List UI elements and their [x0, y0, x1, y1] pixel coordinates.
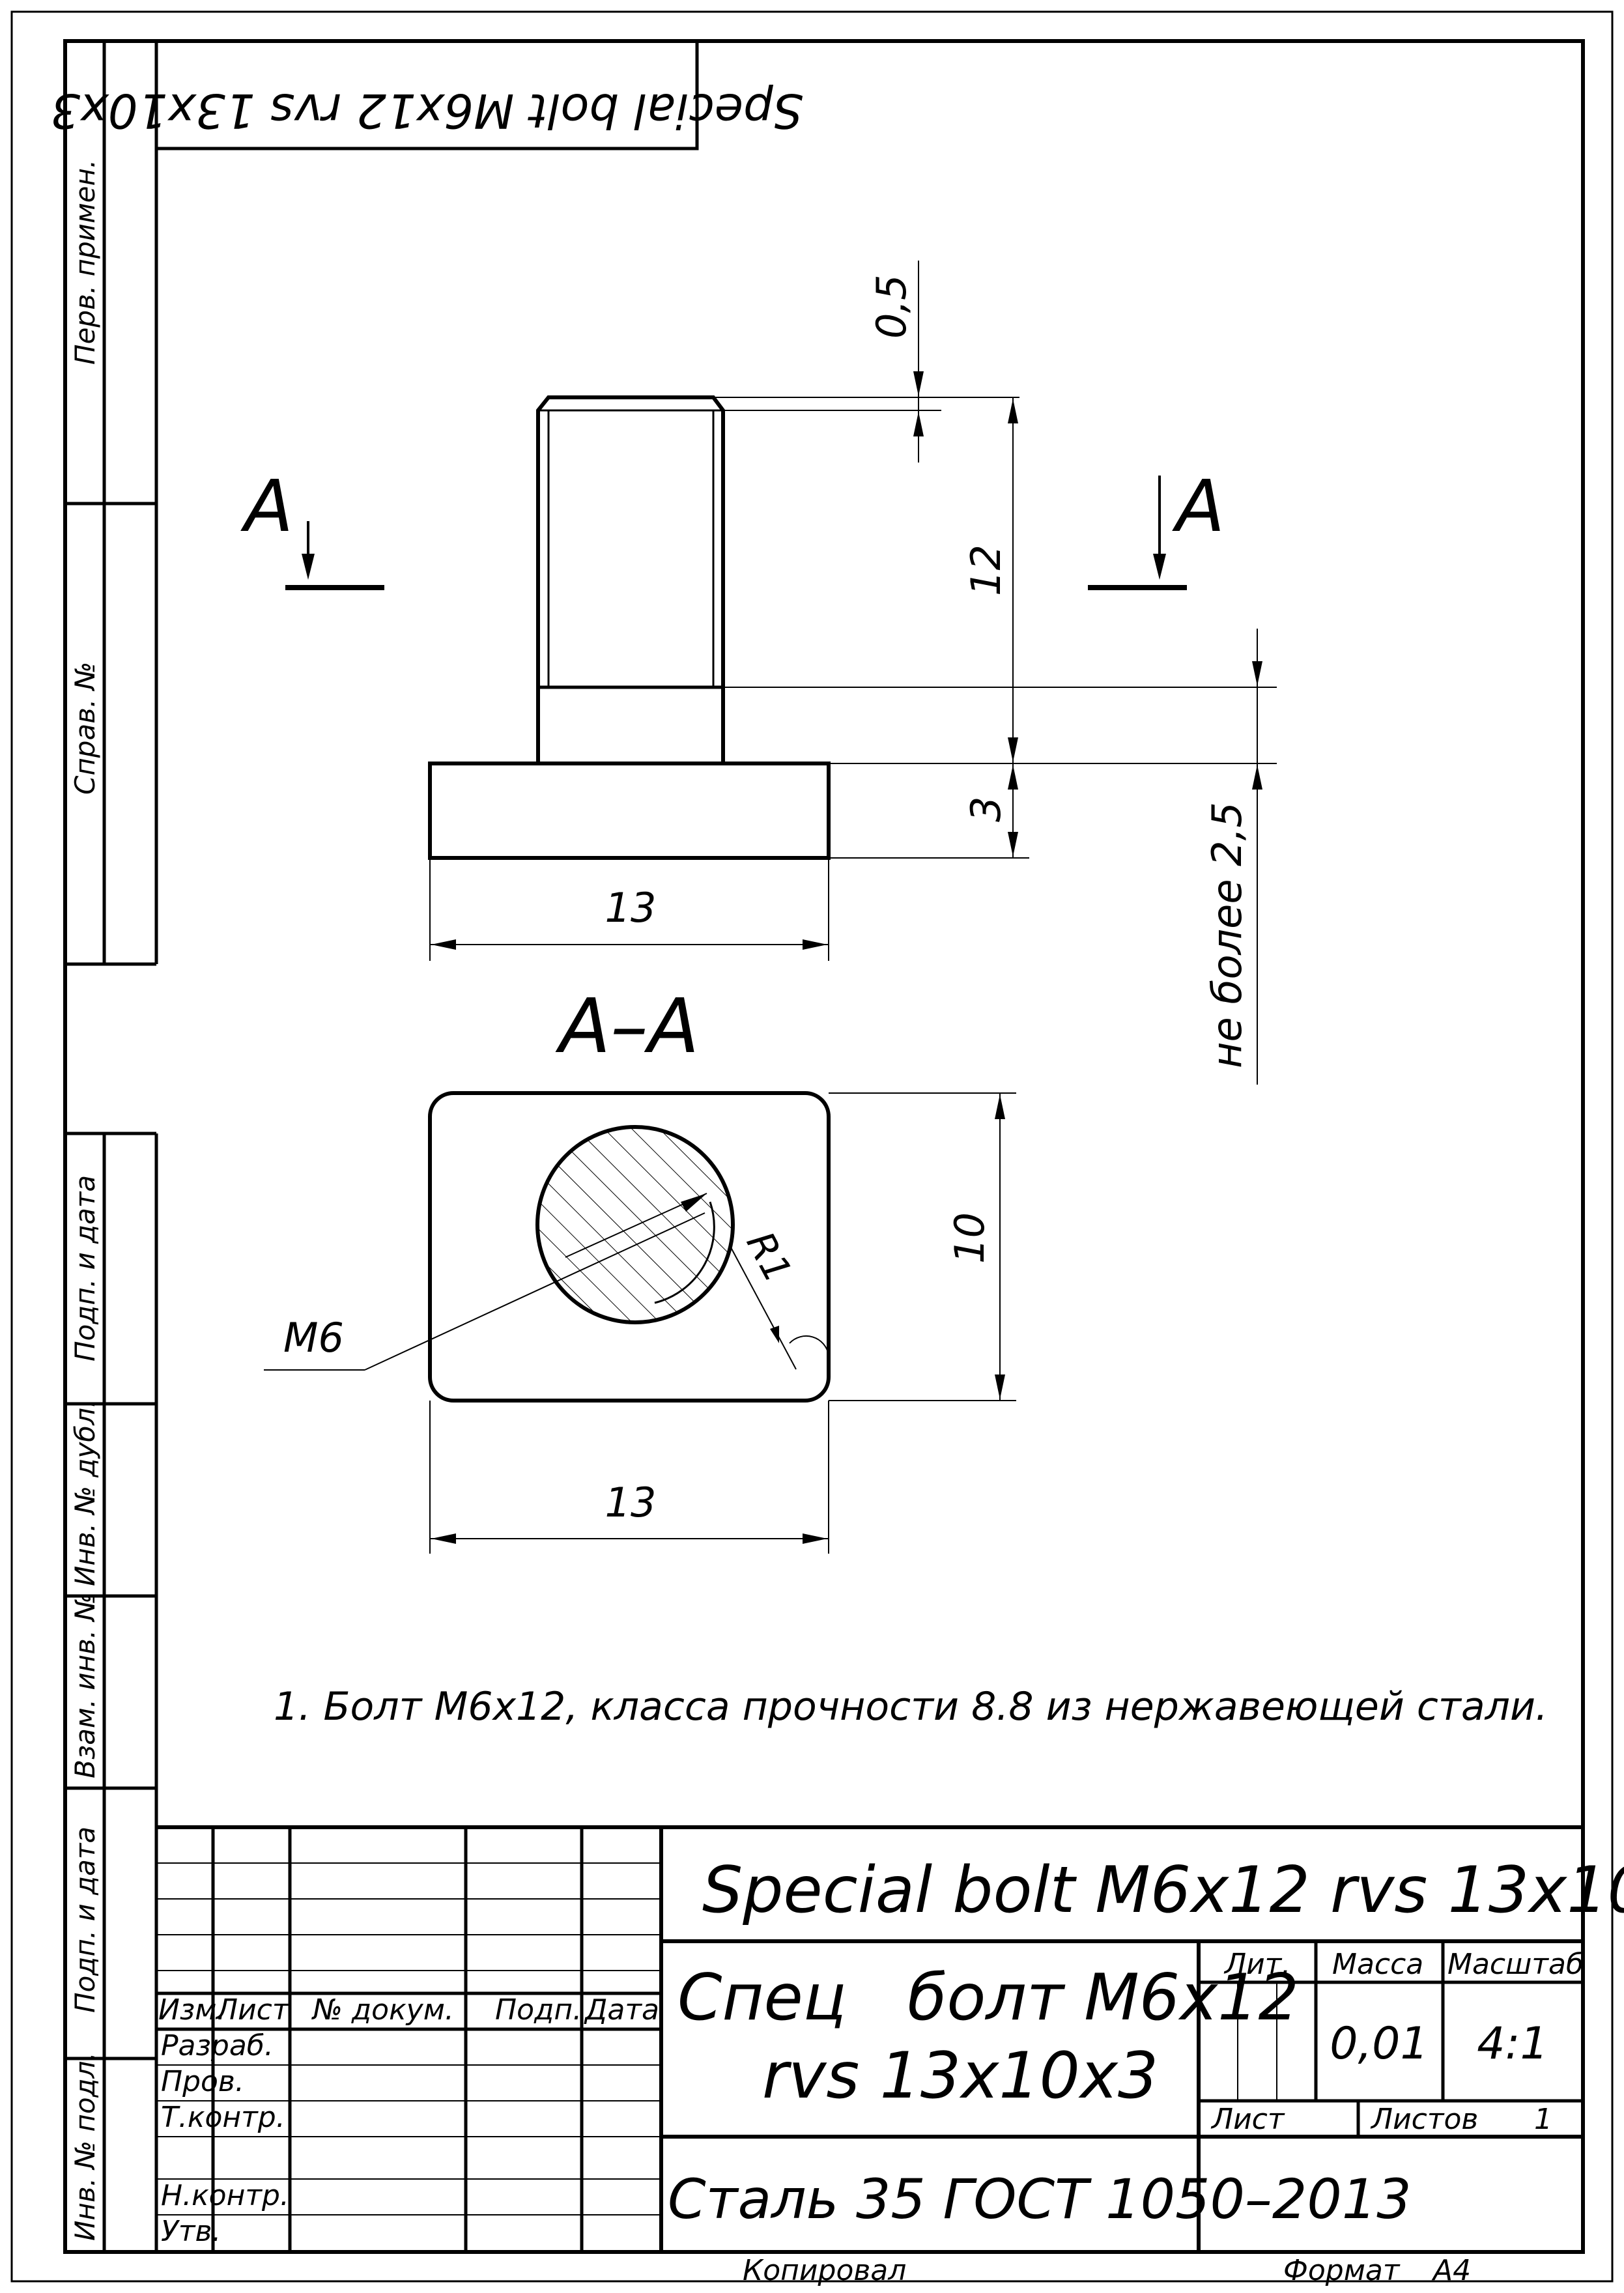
bolt-main-view — [428, 395, 831, 860]
label-podp-data-1: Подп. и дата — [69, 1175, 101, 1361]
row-utv: Утв. — [161, 2215, 221, 2248]
radius-leader: R1 — [730, 1225, 829, 1370]
dim-length: 12 3 — [723, 397, 1277, 859]
value-masshtab: 4:1 — [1477, 2018, 1548, 2070]
label-listov: Листов — [1370, 2103, 1478, 2136]
title-block-grid — [156, 1825, 1583, 2252]
title-name-ru-1: Спец болт М6х12 — [677, 1961, 1299, 2035]
section-view — [428, 1091, 831, 1403]
hdr-list: Лист — [215, 1993, 290, 2027]
dim-section-width-label: 13 — [605, 1479, 657, 1526]
technical-note: 1. Болт М6х12, класса прочности 8.8 из н… — [274, 1684, 1548, 1730]
label-inv-dubl: Инв. № дубл. — [69, 1399, 101, 1586]
value-listov: 1 — [1534, 2103, 1552, 2136]
top-stamp-box — [154, 39, 699, 150]
dim-head-height-label: 3 — [962, 797, 1010, 822]
section-mark-right: А — [1088, 464, 1225, 590]
label-massa: Масса — [1332, 1948, 1423, 1981]
row-tkontr: Т.контр. — [161, 2101, 285, 2134]
section-mark-left-letter: А — [240, 464, 293, 548]
thread-label: M6 — [283, 1314, 344, 1361]
title-material: Сталь 35 ГОСТ 1050–2013 — [668, 2167, 1412, 2231]
label-masshtab: Масштаб — [1447, 1948, 1584, 1981]
dim-chamfer-label: 0,5 — [868, 274, 915, 339]
left-margin-boxes — [65, 41, 158, 2252]
dim-section-height: 10 — [829, 1092, 1016, 1401]
dim-head-width-label: 13 — [605, 884, 657, 932]
label-vzam-inv: Взам. инв. № — [69, 1593, 101, 1778]
dim-chamfer: 0,5 — [713, 261, 1019, 463]
dim-head-width: 13 — [429, 858, 829, 961]
drawing-frame — [63, 39, 1585, 2254]
hdr-date: Дата — [584, 1993, 659, 2027]
footer-format-label: Формат — [1283, 2254, 1401, 2287]
dim-max-gap: не более 2,5 — [1203, 629, 1262, 1085]
label-lit: Лит. — [1223, 1948, 1290, 1981]
sheet-edge — [10, 10, 1614, 2283]
title-name-en: Special bolt M6x12 rvs 13x10x3 — [702, 1853, 1624, 1928]
title-block-labels: Изм. Лист № докум. Подп. Дата Разраб. Пр… — [158, 1948, 1584, 2248]
row-nkontr: Н.контр. — [161, 2179, 289, 2212]
label-podp-data-2: Подп. и дата — [69, 1827, 101, 2013]
label-sprav-no: Справ. № — [69, 662, 101, 795]
dim-section-width: 13 — [429, 1401, 829, 1554]
thread-leader: M6 — [264, 1193, 707, 1371]
left-margin-labels: Перв. примен. Справ. № Подп. и дата Инв.… — [69, 160, 101, 2241]
dim-thread-length-label: 12 — [962, 545, 1010, 596]
dim-max-gap-label: не более 2,5 — [1203, 802, 1251, 1068]
row-razrab: Разраб. — [161, 2029, 274, 2062]
section-title: А–А — [555, 983, 700, 1070]
label-list: Лист — [1210, 2103, 1285, 2136]
section-mark-left: А — [240, 464, 384, 590]
title-name-ru-2: rvs 13х10х3 — [762, 2039, 1158, 2113]
row-prov: Пров. — [161, 2065, 244, 2098]
footer-format-value: А4 — [1431, 2254, 1471, 2287]
hdr-podp: Подп. — [495, 1993, 582, 2027]
label-perv-primen: Перв. примен. — [69, 160, 101, 365]
label-inv-podl: Инв. № подл. — [69, 2052, 101, 2241]
hdr-izm: Изм. — [158, 1993, 226, 2027]
value-massa: 0,01 — [1330, 2018, 1428, 2070]
footer-kopiroval: Копировал — [743, 2254, 906, 2287]
top-stamp-text: Special bolt M6x12 rvs 13x10x3 — [50, 83, 803, 138]
section-mark-right-letter: А — [1172, 464, 1225, 548]
radius-label: R1 — [738, 1225, 801, 1290]
dim-section-height-label: 10 — [946, 1212, 993, 1264]
hdr-doc: № докум. — [311, 1993, 454, 2027]
